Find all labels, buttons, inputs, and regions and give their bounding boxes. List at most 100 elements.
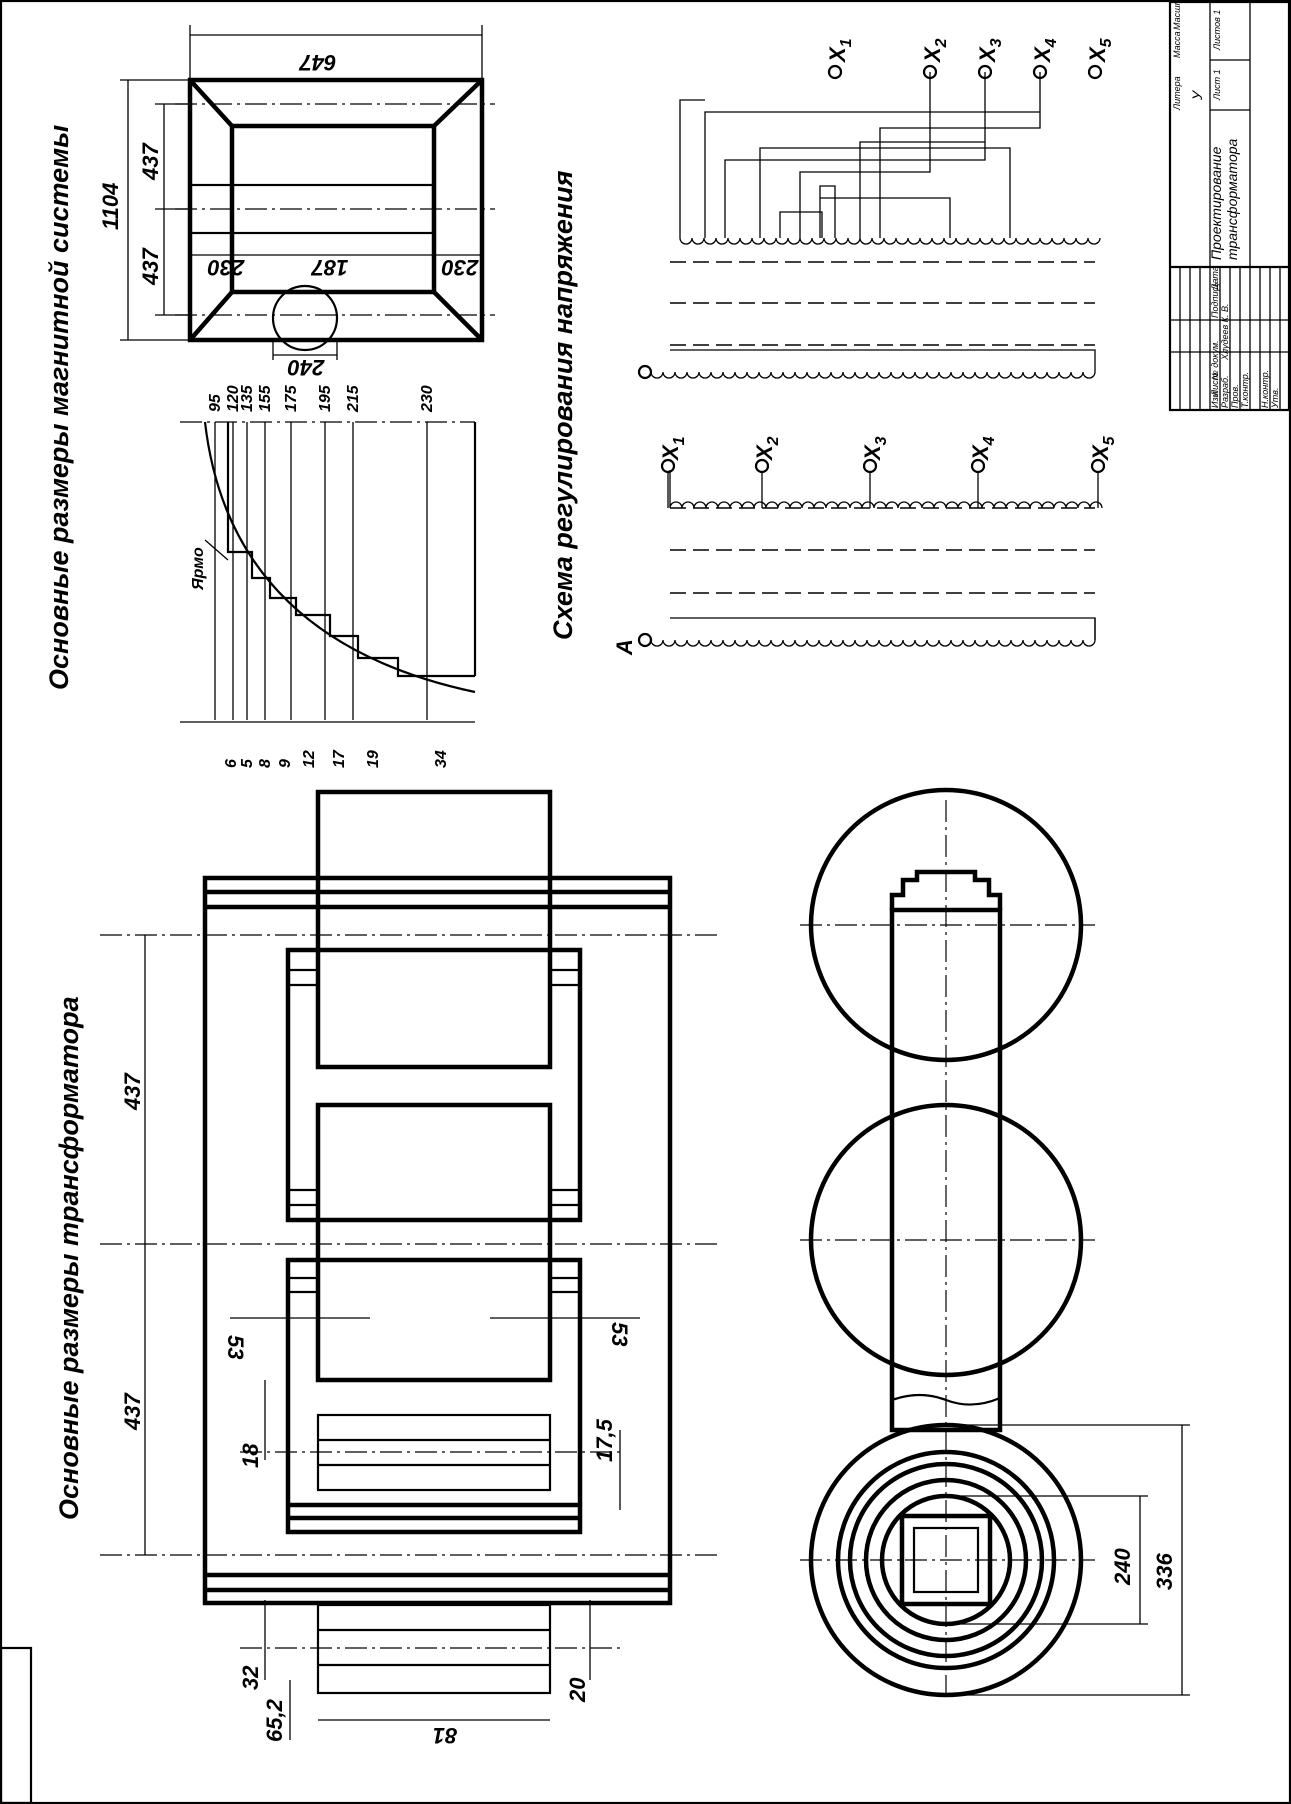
yoke-label: Ярмо bbox=[190, 547, 207, 591]
section-width-215: 215 bbox=[345, 384, 362, 413]
regulation-taps-right: X1 X2 X3 X4 X5 bbox=[825, 37, 1115, 80]
section-step-9: 9 bbox=[277, 759, 294, 768]
tap-terminal bbox=[922, 64, 938, 80]
tap-index: 2 bbox=[765, 436, 782, 446]
tap-index: 2 bbox=[933, 38, 950, 48]
dim-240-top: 240 bbox=[1110, 1548, 1135, 1586]
dim-81: 81 bbox=[433, 1723, 457, 1748]
tap-index: 1 bbox=[671, 436, 688, 445]
tb-title-1: Проектирование bbox=[1208, 146, 1224, 260]
tb-r-tkontr: Т.контр. bbox=[1240, 372, 1250, 408]
section-width-230: 230 bbox=[419, 385, 436, 413]
section-width-95: 95 bbox=[207, 393, 224, 412]
tb-col-massa: Масса bbox=[1172, 31, 1182, 58]
tap-terminal bbox=[1087, 64, 1103, 80]
binding-stub bbox=[0, 1646, 33, 1804]
tb-title-2: трансформатора bbox=[1224, 138, 1240, 260]
tap-index: 1 bbox=[838, 38, 855, 47]
tap-terminal bbox=[754, 458, 770, 474]
section-width-135: 135 bbox=[239, 384, 256, 412]
tb-r-razrab: Разраб. bbox=[1220, 375, 1230, 408]
section-width-195: 195 bbox=[317, 384, 334, 412]
tap-index: 5 bbox=[1101, 435, 1118, 445]
tb-h-date: Дата bbox=[1210, 266, 1220, 291]
tap-index: 5 bbox=[1098, 37, 1115, 47]
tb-sheets: Листов 1 bbox=[1212, 10, 1222, 51]
dim-230-left: 230 bbox=[207, 255, 245, 280]
title-block: Проектирование трансформатора Литера Мас… bbox=[1168, 0, 1291, 412]
title-transformer: Основные размеры трансформатора bbox=[54, 996, 84, 1520]
tap-label-3: X3 bbox=[860, 436, 890, 462]
transformer-side-view bbox=[100, 789, 720, 1695]
tap-label-1: X1 bbox=[658, 436, 688, 462]
title-magnetic-system: Основные размеры магнитной системы bbox=[44, 125, 74, 690]
tap-label-3: X3 bbox=[975, 38, 1005, 64]
dim-65-2: 65,2 bbox=[262, 1698, 287, 1742]
regulation-scheme-right bbox=[637, 72, 1101, 380]
section-step-17: 17 bbox=[331, 749, 348, 768]
rod-section-view bbox=[180, 421, 477, 723]
tap-index: 3 bbox=[873, 436, 890, 445]
section-width-120: 120 bbox=[225, 385, 242, 412]
tb-col-masshtab: Масштаб bbox=[1172, 0, 1182, 30]
tap-terminal bbox=[827, 64, 843, 80]
tap-terminal bbox=[862, 458, 878, 474]
section-step-19: 19 bbox=[365, 750, 382, 768]
dim-230-right: 230 bbox=[441, 255, 479, 280]
tap-terminal bbox=[660, 458, 676, 474]
tap-label-4: X4 bbox=[968, 436, 998, 462]
dim-240-rod: 240 bbox=[287, 355, 325, 380]
dim-336: 336 bbox=[1152, 1553, 1177, 1590]
tap-terminal bbox=[970, 458, 986, 474]
tb-r-prov: Пров. bbox=[1230, 384, 1240, 408]
tap-label-5: X5 bbox=[1085, 37, 1115, 64]
tap-label-4: X4 bbox=[1030, 38, 1060, 64]
top-view-dimensions: 240 336 bbox=[946, 1424, 1190, 1696]
dim-20: 20 bbox=[565, 1677, 590, 1703]
tap-label-2: X2 bbox=[920, 38, 950, 64]
dim-53-left: 53 bbox=[223, 1335, 248, 1359]
dim-647: 647 bbox=[298, 50, 336, 75]
tap-index: 3 bbox=[988, 38, 1005, 47]
tb-developer: Хлудеев К. В. bbox=[1220, 304, 1230, 361]
dim-1104: 1104 bbox=[98, 183, 123, 230]
tb-h-list: Лист bbox=[1210, 372, 1220, 397]
magnetic-system-view bbox=[175, 77, 495, 352]
section-step-6: 6 bbox=[223, 759, 240, 768]
tb-h-doc: № докум. bbox=[1210, 340, 1220, 380]
tap-index: 4 bbox=[981, 436, 998, 446]
dim-32: 32 bbox=[238, 1665, 263, 1690]
dim-187: 187 bbox=[310, 255, 348, 280]
regulation-scheme-left: A bbox=[612, 470, 1103, 656]
tap-label-5: X5 bbox=[1088, 435, 1118, 462]
title-regulation: Схема регулирования напряжения bbox=[548, 170, 578, 640]
tb-r-utv: Утв. bbox=[1270, 388, 1280, 409]
tb-h-sign: Подпись bbox=[1210, 282, 1220, 318]
terminal-a-label: A bbox=[612, 639, 637, 656]
dim-tr-437-upper: 437 bbox=[120, 1072, 145, 1111]
transformer-top-view bbox=[800, 787, 1095, 1700]
dim-17-5: 17,5 bbox=[592, 1418, 617, 1462]
tap-index: 4 bbox=[1043, 38, 1060, 48]
tap-terminal bbox=[977, 64, 993, 80]
section-step-8: 8 bbox=[257, 759, 274, 768]
transformer-dimensions: 437 437 53 53 18 17,5 32 20 65,2 81 bbox=[120, 935, 640, 1748]
tb-sheet: Лист 1 bbox=[1212, 69, 1222, 101]
dim-ms-437-upper: 437 bbox=[138, 142, 163, 181]
tb-r-nkontr: Н.контр. bbox=[1260, 370, 1270, 408]
dim-18: 18 bbox=[238, 1443, 263, 1468]
tb-litera-value: У bbox=[1189, 89, 1205, 101]
tb-h-izm: Изм bbox=[1210, 391, 1220, 408]
section-step-34: 34 bbox=[433, 750, 450, 768]
section-step-5: 5 bbox=[239, 758, 256, 768]
tap-label-1: X1 bbox=[825, 38, 855, 64]
dim-ms-437-lower: 437 bbox=[138, 247, 163, 286]
section-step-12: 12 bbox=[301, 750, 318, 768]
section-width-155: 155 bbox=[257, 384, 274, 412]
section-width-175: 175 bbox=[283, 384, 300, 412]
magnetic-system-dimensions: 647 1104 437 437 187 230 230 240 bbox=[98, 25, 483, 380]
dim-tr-437-lower: 437 bbox=[120, 1392, 145, 1431]
